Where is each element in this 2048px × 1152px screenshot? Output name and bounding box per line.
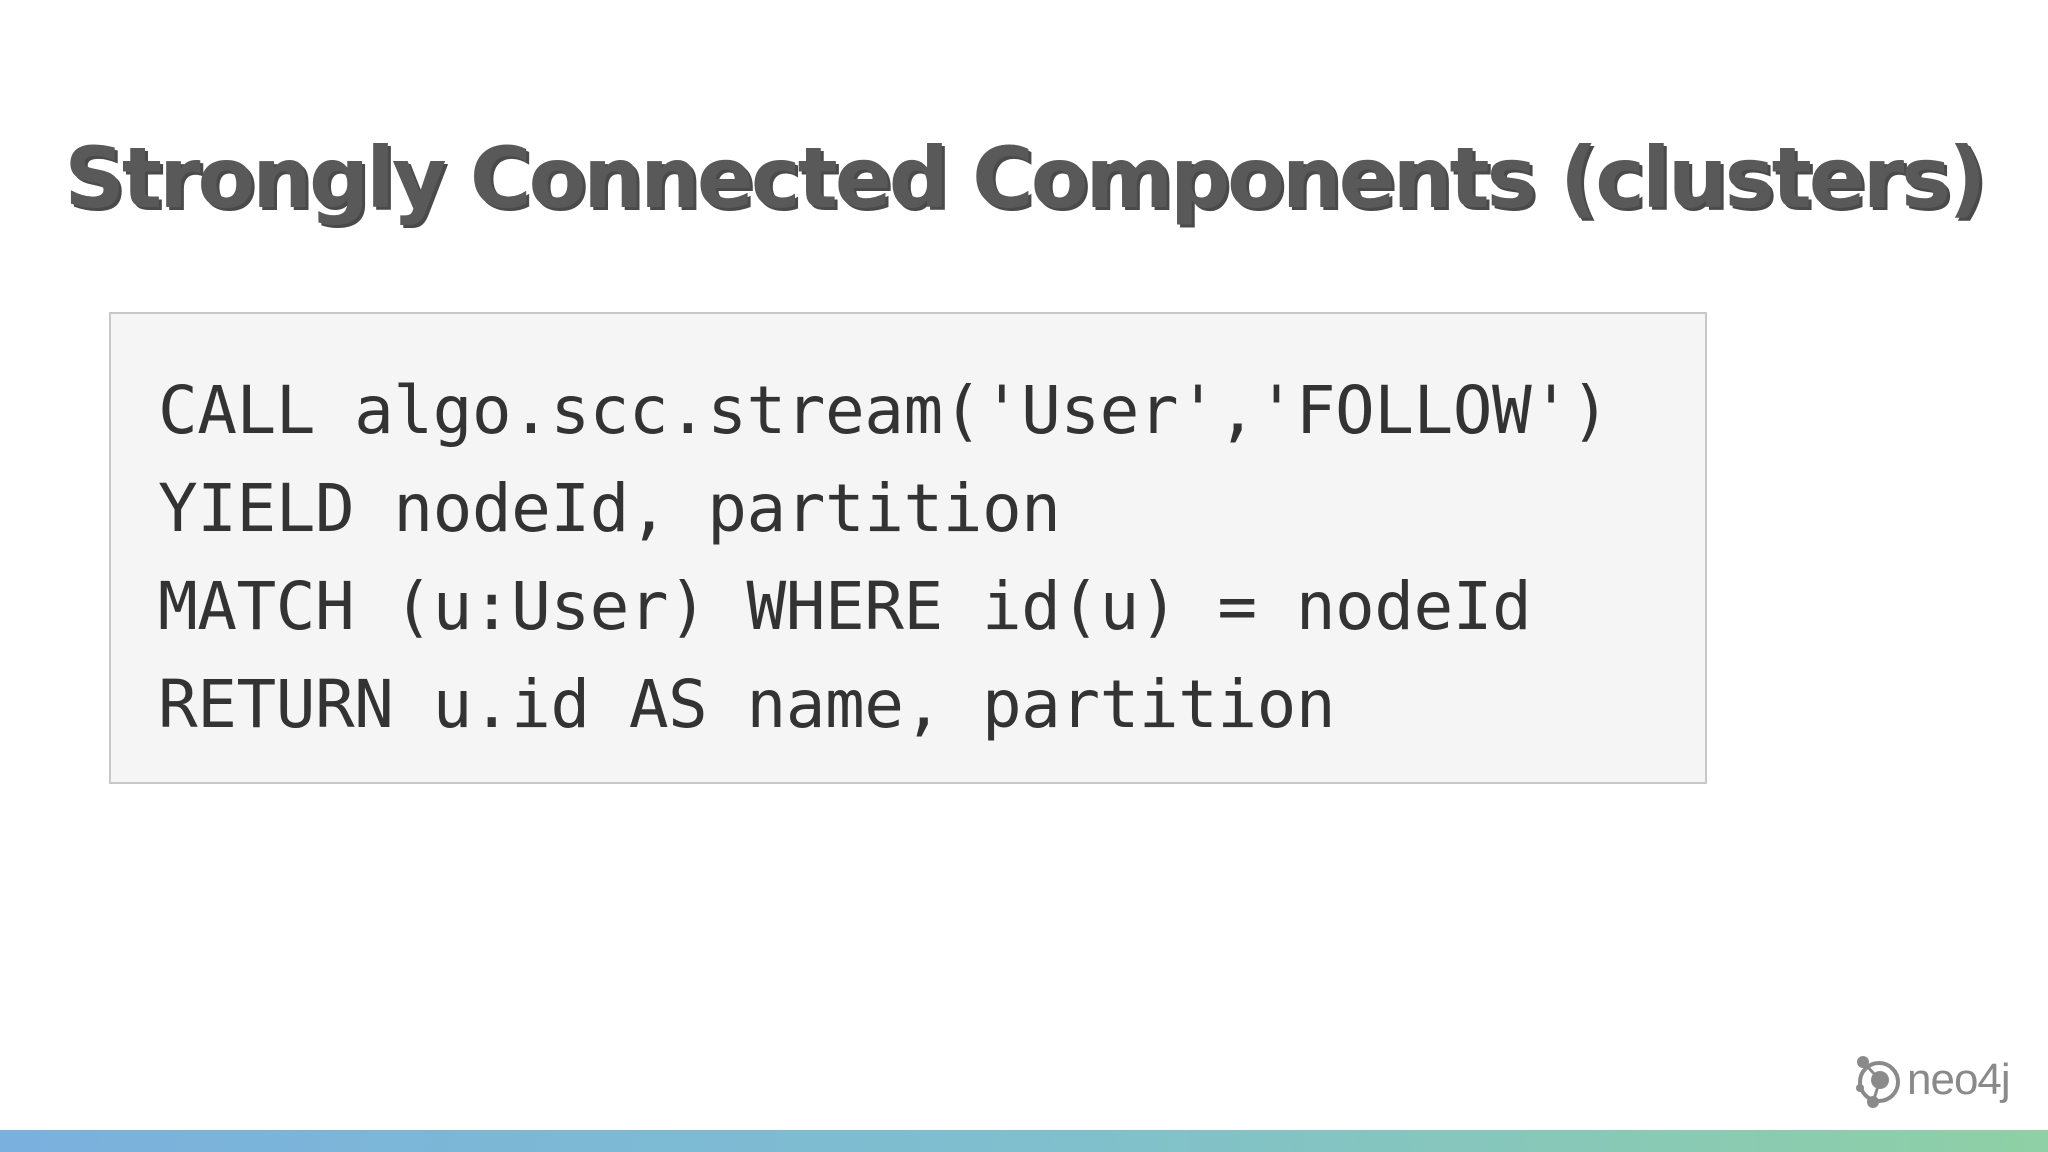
code-line: MATCH (u:User) WHERE id(u) = nodeId (158, 568, 1532, 645)
neo4j-logo: neo4j (1853, 1048, 2011, 1112)
code-line: YIELD nodeId, partition (158, 470, 1061, 547)
code-line: RETURN u.id AS name, partition (158, 666, 1336, 743)
logo-text: neo4j (1907, 1055, 2011, 1104)
slide-title: Strongly Connected Components (clusters) (64, 129, 1986, 227)
neo4j-graph-icon (1856, 1056, 1900, 1108)
bottom-gradient-bar (0, 1130, 2048, 1152)
code-block: CALL algo.scc.stream('User','FOLLOW') YI… (109, 312, 1707, 784)
code-line: CALL algo.scc.stream('User','FOLLOW') (158, 372, 1610, 449)
